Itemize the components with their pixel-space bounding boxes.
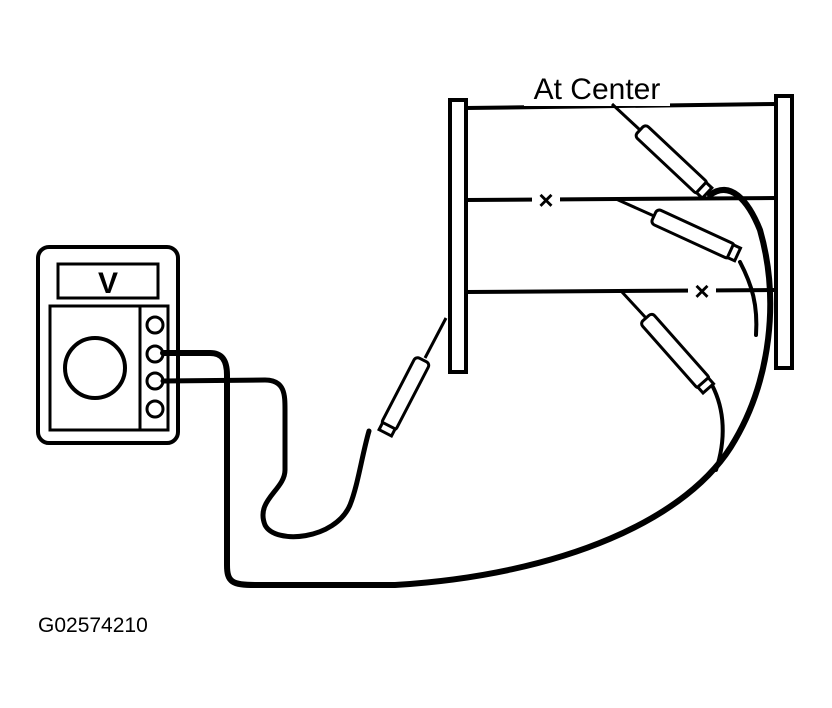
probe-left-tip: [423, 317, 448, 359]
break-mark-bg-1: [532, 186, 560, 212]
lead-branch-bottom-probe: [710, 383, 725, 472]
probe-top-tip: [610, 102, 642, 132]
probe-bottom-tip: [620, 290, 648, 320]
right-bus-bar: [774, 94, 794, 370]
lead-to-left-probe: [160, 377, 372, 540]
probe-middle-handle: [650, 208, 736, 260]
multimeter-dial: [63, 336, 127, 400]
probe-bottom-collar: [695, 375, 716, 396]
multimeter-display: [56, 262, 160, 300]
heater-wire-middle: [465, 196, 777, 202]
lead-to-right-probes: [160, 187, 774, 588]
multimeter: V: [36, 245, 180, 445]
probe-middle-tip: [615, 197, 655, 218]
probe-left-handle: [380, 356, 431, 432]
probe-top-handle: [634, 124, 709, 195]
diagram-title: At Center: [534, 73, 661, 106]
multimeter-jack-1: [145, 315, 165, 335]
title-bg: [524, 72, 670, 106]
probe-left: [377, 317, 448, 439]
probe-bottom: [620, 290, 716, 396]
heater-wire-bottom: [465, 288, 777, 294]
figure-code: G02574210: [38, 614, 148, 637]
defogger-grid: × × At Center: [448, 72, 794, 374]
break-mark-bg-2: [688, 277, 716, 303]
break-mark-middle: ×: [538, 185, 553, 215]
lead-branch-middle-probe: [738, 260, 759, 337]
probe-top: [610, 102, 714, 201]
probe-top-collar: [694, 180, 714, 201]
test-leads: [160, 187, 774, 588]
multimeter-jack-4: [145, 399, 165, 419]
probe-middle: [615, 197, 743, 263]
probe-left-collar: [377, 420, 398, 439]
break-mark-bottom: ×: [694, 276, 709, 306]
probe-middle-collar: [725, 242, 743, 263]
probe-bottom-handle: [640, 312, 711, 390]
multimeter-display-label: V: [98, 267, 118, 300]
left-bus-bar: [448, 98, 468, 374]
